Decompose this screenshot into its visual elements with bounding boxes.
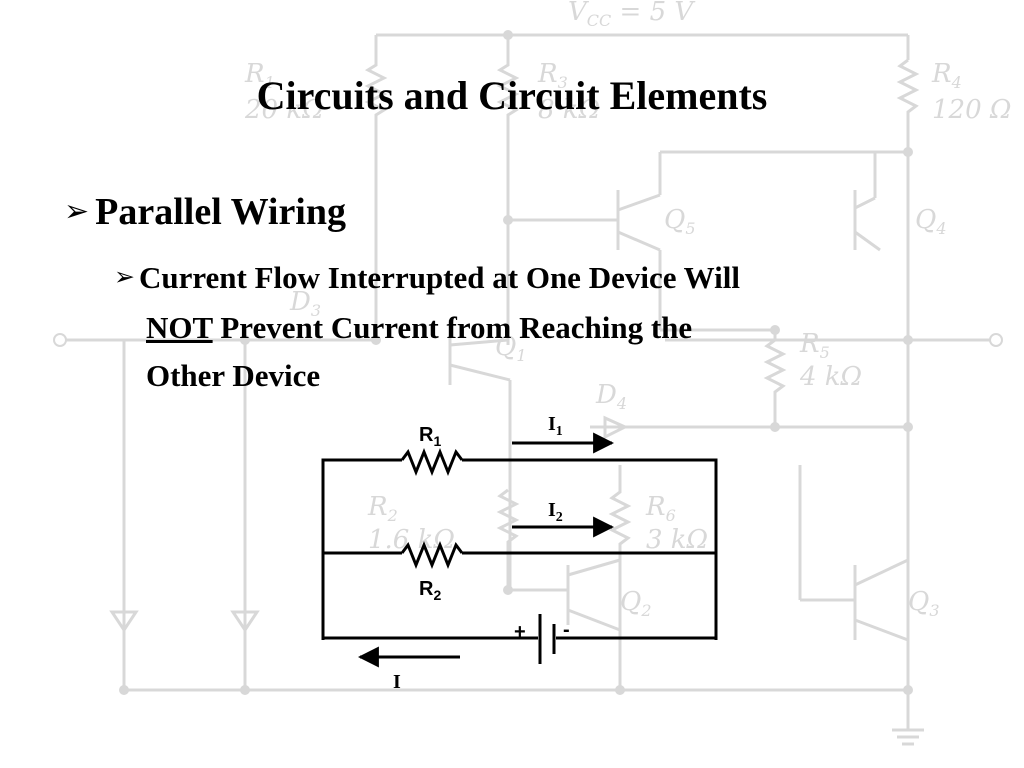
bg-r5-label: R5 <box>799 329 830 362</box>
label-r2: R2 <box>419 578 441 603</box>
battery-minus-sign: - <box>563 619 570 641</box>
bg-q2-label: Q2 <box>620 587 652 620</box>
label-i2: I2 <box>548 499 563 525</box>
bg-r2-label: R2 <box>367 492 398 525</box>
bullet-level1: ➢Parallel Wiring <box>64 190 346 234</box>
bg-r3-value: 8 kΩ <box>538 95 600 125</box>
bullet-level2-line3: Other Device <box>146 358 321 393</box>
bg-d3-label: D3 <box>289 287 321 320</box>
bullet-level2-line2: NOT Prevent Current from Reaching the <box>114 304 934 352</box>
bullet-level1-text: Parallel Wiring <box>95 191 346 233</box>
bg-q5-label: Q5 <box>664 205 696 238</box>
label-i1: I1 <box>548 413 563 439</box>
bullet-level2-line2-text: Prevent Current from Reaching the <box>212 310 693 345</box>
bullet-level2-line1: ➢Current Flow Interrupted at One Device … <box>114 254 934 304</box>
resistor-r2 <box>400 540 464 570</box>
bg-r5-value: 4 kΩ <box>799 362 862 392</box>
bullet-arrow-icon: ➢ <box>114 262 135 291</box>
label-i: I <box>393 671 401 693</box>
resistor-r1 <box>400 447 464 477</box>
slide-title: Circuits and Circuit Elements <box>256 73 768 118</box>
bullet-level2-line1-text: Current Flow Interrupted at One Device W… <box>138 260 740 295</box>
label-r1: R1 <box>419 424 441 449</box>
bg-vcc-label: VCC = 5 V <box>568 0 695 30</box>
bg-q4-label: Q4 <box>915 205 947 238</box>
bg-q3-label: Q3 <box>908 587 940 620</box>
battery-plus-sign: + <box>514 621 526 643</box>
bullet-arrow-icon: ➢ <box>64 194 90 229</box>
bullet-level2: ➢Current Flow Interrupted at One Device … <box>114 254 934 400</box>
wire-top-branch-right <box>462 458 718 640</box>
bg-r1-label: R1 <box>244 59 275 92</box>
emphasis-not: NOT <box>146 310 213 345</box>
bg-q1-label: Q1 <box>495 332 527 365</box>
bg-r6-value: 3 kΩ <box>646 525 708 555</box>
bg-r1-value: 20 kΩ <box>244 95 324 125</box>
bg-r4-label: R4 <box>931 59 962 92</box>
wire-top-branch <box>321 458 402 465</box>
bg-r4-value: 120 Ω <box>932 95 1011 125</box>
bg-d4-label: D4 <box>595 380 627 413</box>
bg-r6-label: R6 <box>645 492 676 525</box>
bg-r3-label: R3 <box>537 59 568 92</box>
